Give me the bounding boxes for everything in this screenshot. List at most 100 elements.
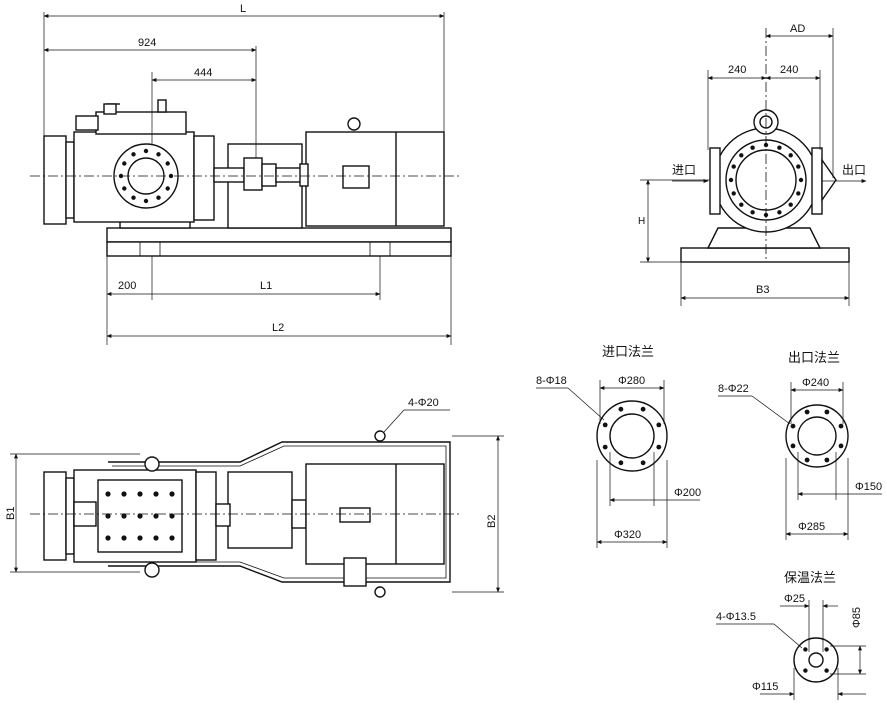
dim-L: L [240, 3, 246, 15]
bolt-hole [824, 647, 829, 652]
top-view-dimensions: B1 B2 4-Φ20 [5, 397, 504, 593]
screw-dot [105, 513, 111, 519]
screw-dot [105, 491, 111, 497]
screw-dot [153, 513, 159, 519]
inlet-holes: 8-Φ18 [536, 375, 567, 387]
flange-bolt [131, 195, 136, 200]
top-view [30, 430, 460, 598]
dim-H: H [638, 216, 645, 227]
screw-dot [121, 535, 127, 541]
dim-L2: L2 [272, 322, 284, 334]
bolt-hole [602, 422, 608, 428]
dim-240-right: 240 [780, 64, 798, 76]
inlet-flange: 进口法兰 Φ280 8-Φ18 Φ200 Φ320 [536, 344, 701, 548]
bolt-hole [656, 422, 662, 428]
screw-dot [121, 513, 127, 519]
flange-bolt [122, 186, 127, 191]
flange-bolt [750, 145, 755, 150]
dim-924: 924 [138, 37, 156, 49]
flange-bolt [777, 210, 782, 215]
screw-dot [105, 535, 111, 541]
flange-bolt [739, 202, 744, 207]
label-outlet: 出口 [842, 163, 866, 177]
bolt-hole [618, 406, 624, 412]
bolt-hole [824, 457, 830, 463]
bolt-hole [804, 409, 810, 415]
inlet-d-outer: Φ320 [614, 529, 641, 541]
flange-bolt [131, 152, 136, 157]
flange-bolt [796, 191, 801, 196]
outlet-flange-title: 出口法兰 [788, 350, 840, 365]
screw-dot [137, 491, 143, 497]
outlet-d-outer: Φ285 [798, 521, 825, 533]
front-view [30, 99, 460, 257]
dim-B1: B1 [5, 507, 17, 520]
screw-dot [169, 491, 175, 497]
bolt-hole [838, 443, 844, 449]
dim-B2: B2 [486, 515, 498, 528]
inlet-flange-title: 进口法兰 [602, 344, 654, 359]
bolt-hole [838, 423, 844, 429]
flange-bolt [750, 210, 755, 215]
heat-d-bolt: Φ85 [851, 607, 863, 628]
flange-bolt [788, 153, 793, 158]
bolt-hole [640, 460, 646, 466]
flange-bolt [798, 177, 804, 183]
dim-444: 444 [194, 67, 212, 79]
heat-flange-title: 保温法兰 [784, 570, 836, 585]
flange-bolt [143, 198, 149, 204]
heat-d-outer: Φ115 [752, 681, 778, 693]
inlet-d-bolt: Φ280 [618, 375, 645, 387]
bolt-hole [803, 668, 808, 673]
bolt-hole [803, 647, 808, 652]
inlet-d-inner: Φ200 [674, 487, 701, 499]
heat-flange: 保温法兰 Φ25 Φ85 4-Φ13.5 Φ115 [716, 570, 866, 700]
flange-bolt [156, 195, 161, 200]
screw-dot [153, 491, 159, 497]
flange-bolt [728, 177, 734, 183]
flange-bolt [165, 186, 170, 191]
outlet-d-bolt: Φ240 [802, 377, 829, 389]
outlet-flange: 出口法兰 Φ240 8-Φ22 Φ150 Φ285 [718, 350, 882, 540]
flange-bolt [165, 161, 170, 166]
dim-L1: L1 [260, 280, 272, 292]
flange-bolt [156, 152, 161, 157]
screw-dot [153, 535, 159, 541]
screw-dot [169, 535, 175, 541]
dim-AD: AD [790, 23, 805, 35]
bolt-hole [640, 406, 646, 412]
flange-bolt [777, 145, 782, 150]
side-view [680, 28, 850, 263]
flange-bolt [739, 153, 744, 158]
bolt-hole [656, 444, 662, 450]
bolt-hole [790, 443, 796, 449]
side-view-dimensions: AD 240 240 H B3 进口 出口 [638, 23, 867, 306]
dim-B3: B3 [756, 284, 769, 296]
flange-bolt [796, 164, 801, 169]
screw-dot [137, 535, 143, 541]
flange-bolt [731, 191, 736, 196]
flange-bolt [788, 202, 793, 207]
outlet-d-inner: Φ150 [855, 481, 882, 493]
dim-240-left: 240 [728, 64, 746, 76]
screw-dot [121, 491, 127, 497]
flange-bolt [731, 164, 736, 169]
screw-dot [169, 513, 175, 519]
label-inlet: 进口 [672, 163, 696, 177]
bolt-hole [804, 457, 810, 463]
bolt-hole [824, 668, 829, 673]
flange-bolt [143, 148, 149, 154]
heat-holes: 4-Φ13.5 [716, 611, 756, 623]
flange-bolt [122, 161, 127, 166]
bolt-hole [618, 460, 624, 466]
bolt-hole [824, 409, 830, 415]
screw-dot [137, 513, 143, 519]
heat-d-inner: Φ25 [784, 593, 805, 605]
label-base-holes: 4-Φ20 [408, 397, 439, 409]
bolt-hole [790, 423, 796, 429]
dim-200: 200 [118, 280, 136, 292]
bolt-hole [602, 444, 608, 450]
outlet-holes: 8-Φ22 [718, 383, 749, 395]
front-view-dimensions: L 924 444 200 L1 L2 [43, 3, 452, 345]
